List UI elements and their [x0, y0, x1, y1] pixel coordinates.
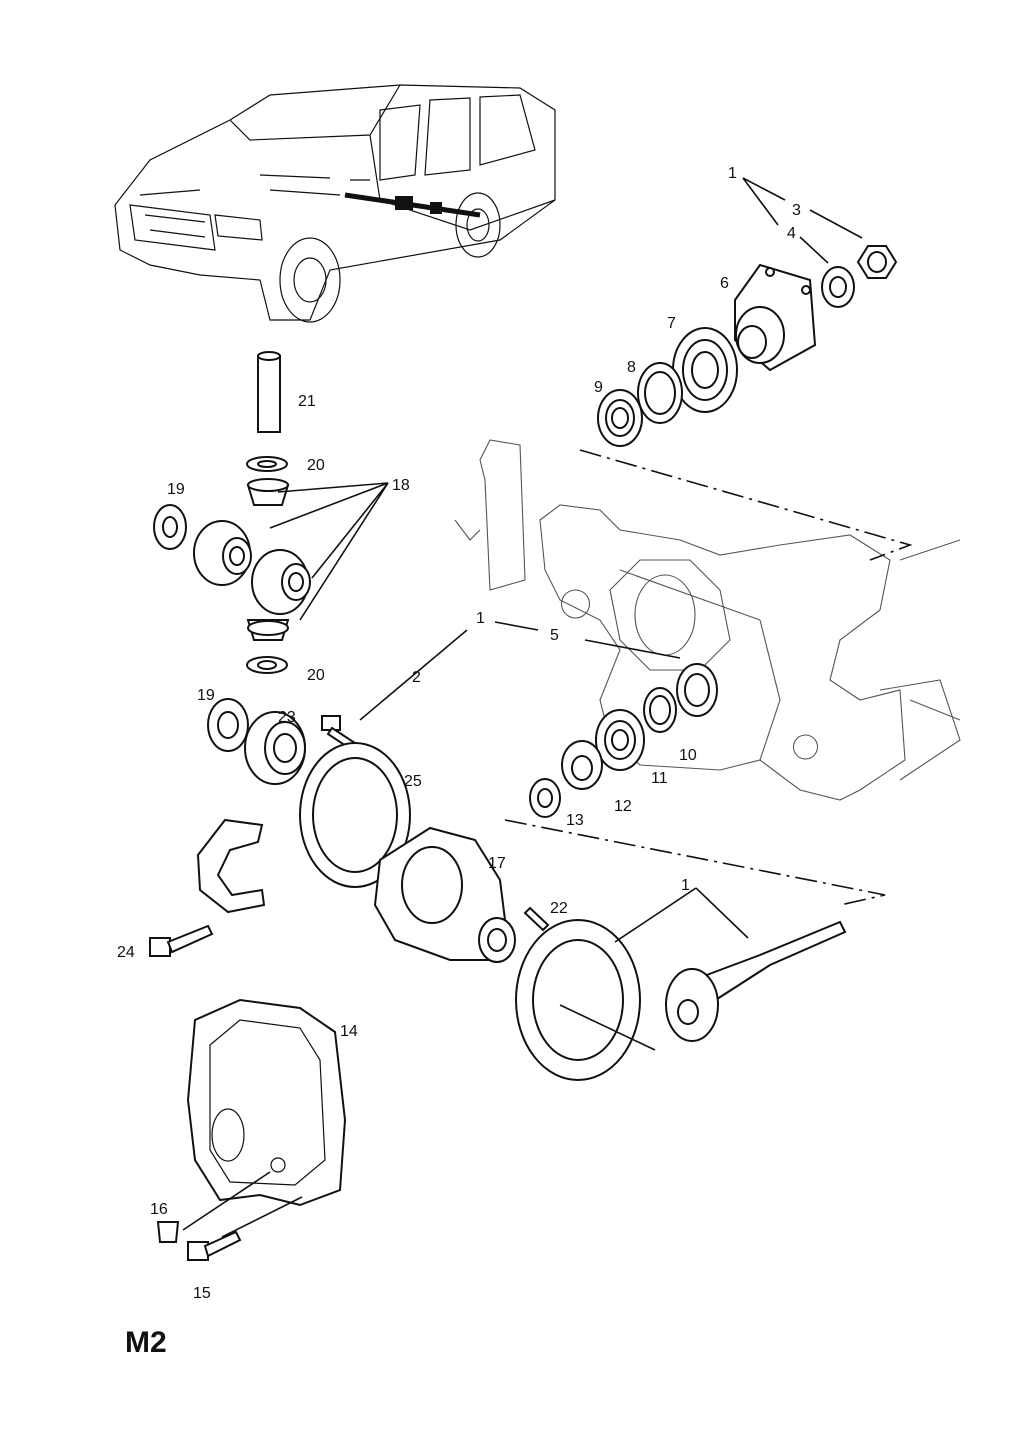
differential-cover [186, 998, 347, 1207]
differential-case [373, 826, 516, 963]
oil-seal [672, 327, 738, 413]
callout-11: 11 [651, 770, 668, 787]
callout-15: 15 [193, 1285, 211, 1302]
bearing-cap [196, 818, 266, 914]
collapsible-spacer [637, 362, 683, 424]
lock-pin [523, 906, 550, 932]
callout-13: 13 [566, 812, 584, 829]
side-bearing [244, 711, 306, 785]
bearing-cap-bolt [149, 924, 214, 957]
differential-pinion-top [246, 478, 290, 506]
callout-1-bottom: 1 [681, 877, 690, 894]
callout-22: 22 [550, 900, 568, 917]
differential-pinion-bottom [246, 619, 290, 641]
pinion-bearing-rear [595, 709, 645, 771]
vehicle-illustration [114, 84, 556, 323]
assembly-line-middle [504, 819, 886, 906]
companion-flange [734, 263, 817, 372]
figure-code: M2 [125, 1326, 167, 1359]
adjusting-washer [529, 778, 561, 818]
callout-16: 16 [150, 1201, 168, 1218]
pinion-bearing-front [597, 389, 643, 447]
drain-plug [156, 1221, 180, 1243]
callout-20-bottom: 20 [307, 667, 325, 684]
callout-20-top: 20 [307, 457, 325, 474]
callout-7: 7 [667, 315, 676, 332]
callout-25: 25 [404, 773, 422, 790]
callout-17: 17 [488, 855, 506, 872]
callout-2: 2 [412, 669, 421, 686]
leader-lines [182, 177, 863, 1238]
callout-23: 23 [278, 709, 296, 726]
callout-3: 3 [792, 202, 801, 219]
callout-9: 9 [594, 379, 603, 396]
callout-4: 4 [787, 225, 796, 242]
callout-labels: 1 3 4 6 7 8 9 21 20 18 19 20 1 5 2 19 23… [117, 165, 801, 1302]
callout-19-bottom: 19 [197, 687, 215, 704]
callout-14: 14 [340, 1023, 358, 1040]
callout-19-top: 19 [167, 481, 185, 498]
shim [643, 687, 677, 733]
cover-bolt [187, 1230, 242, 1261]
pinion-washer [821, 266, 855, 308]
bearing-cup-rear [676, 663, 718, 717]
callout-10: 10 [679, 747, 697, 764]
callout-24: 24 [117, 944, 135, 961]
pinion-shaft [257, 351, 281, 433]
side-gear-right [251, 549, 311, 615]
callout-1-middle: 1 [476, 610, 485, 627]
drive-pinion [665, 920, 847, 1042]
side-gear-washer-lower [207, 698, 249, 752]
assembly-line-upper [579, 449, 913, 561]
callout-5: 5 [550, 627, 559, 644]
side-gear-washer-upper [153, 504, 187, 550]
thrust-washer-top [246, 456, 288, 472]
callout-1: 1 [728, 165, 737, 182]
sensor-ring [299, 742, 411, 888]
callout-6: 6 [720, 275, 729, 292]
ring-gear [515, 919, 641, 1081]
callout-12: 12 [614, 798, 632, 815]
callout-8: 8 [627, 359, 636, 376]
thrust-washer-bottom [246, 656, 288, 674]
axle-housing-outline [454, 439, 961, 801]
bearing-cone [561, 740, 603, 790]
callout-18: 18 [392, 477, 410, 494]
side-gear-left [193, 520, 252, 586]
pinion-nut [856, 245, 898, 279]
callout-21: 21 [298, 393, 316, 410]
